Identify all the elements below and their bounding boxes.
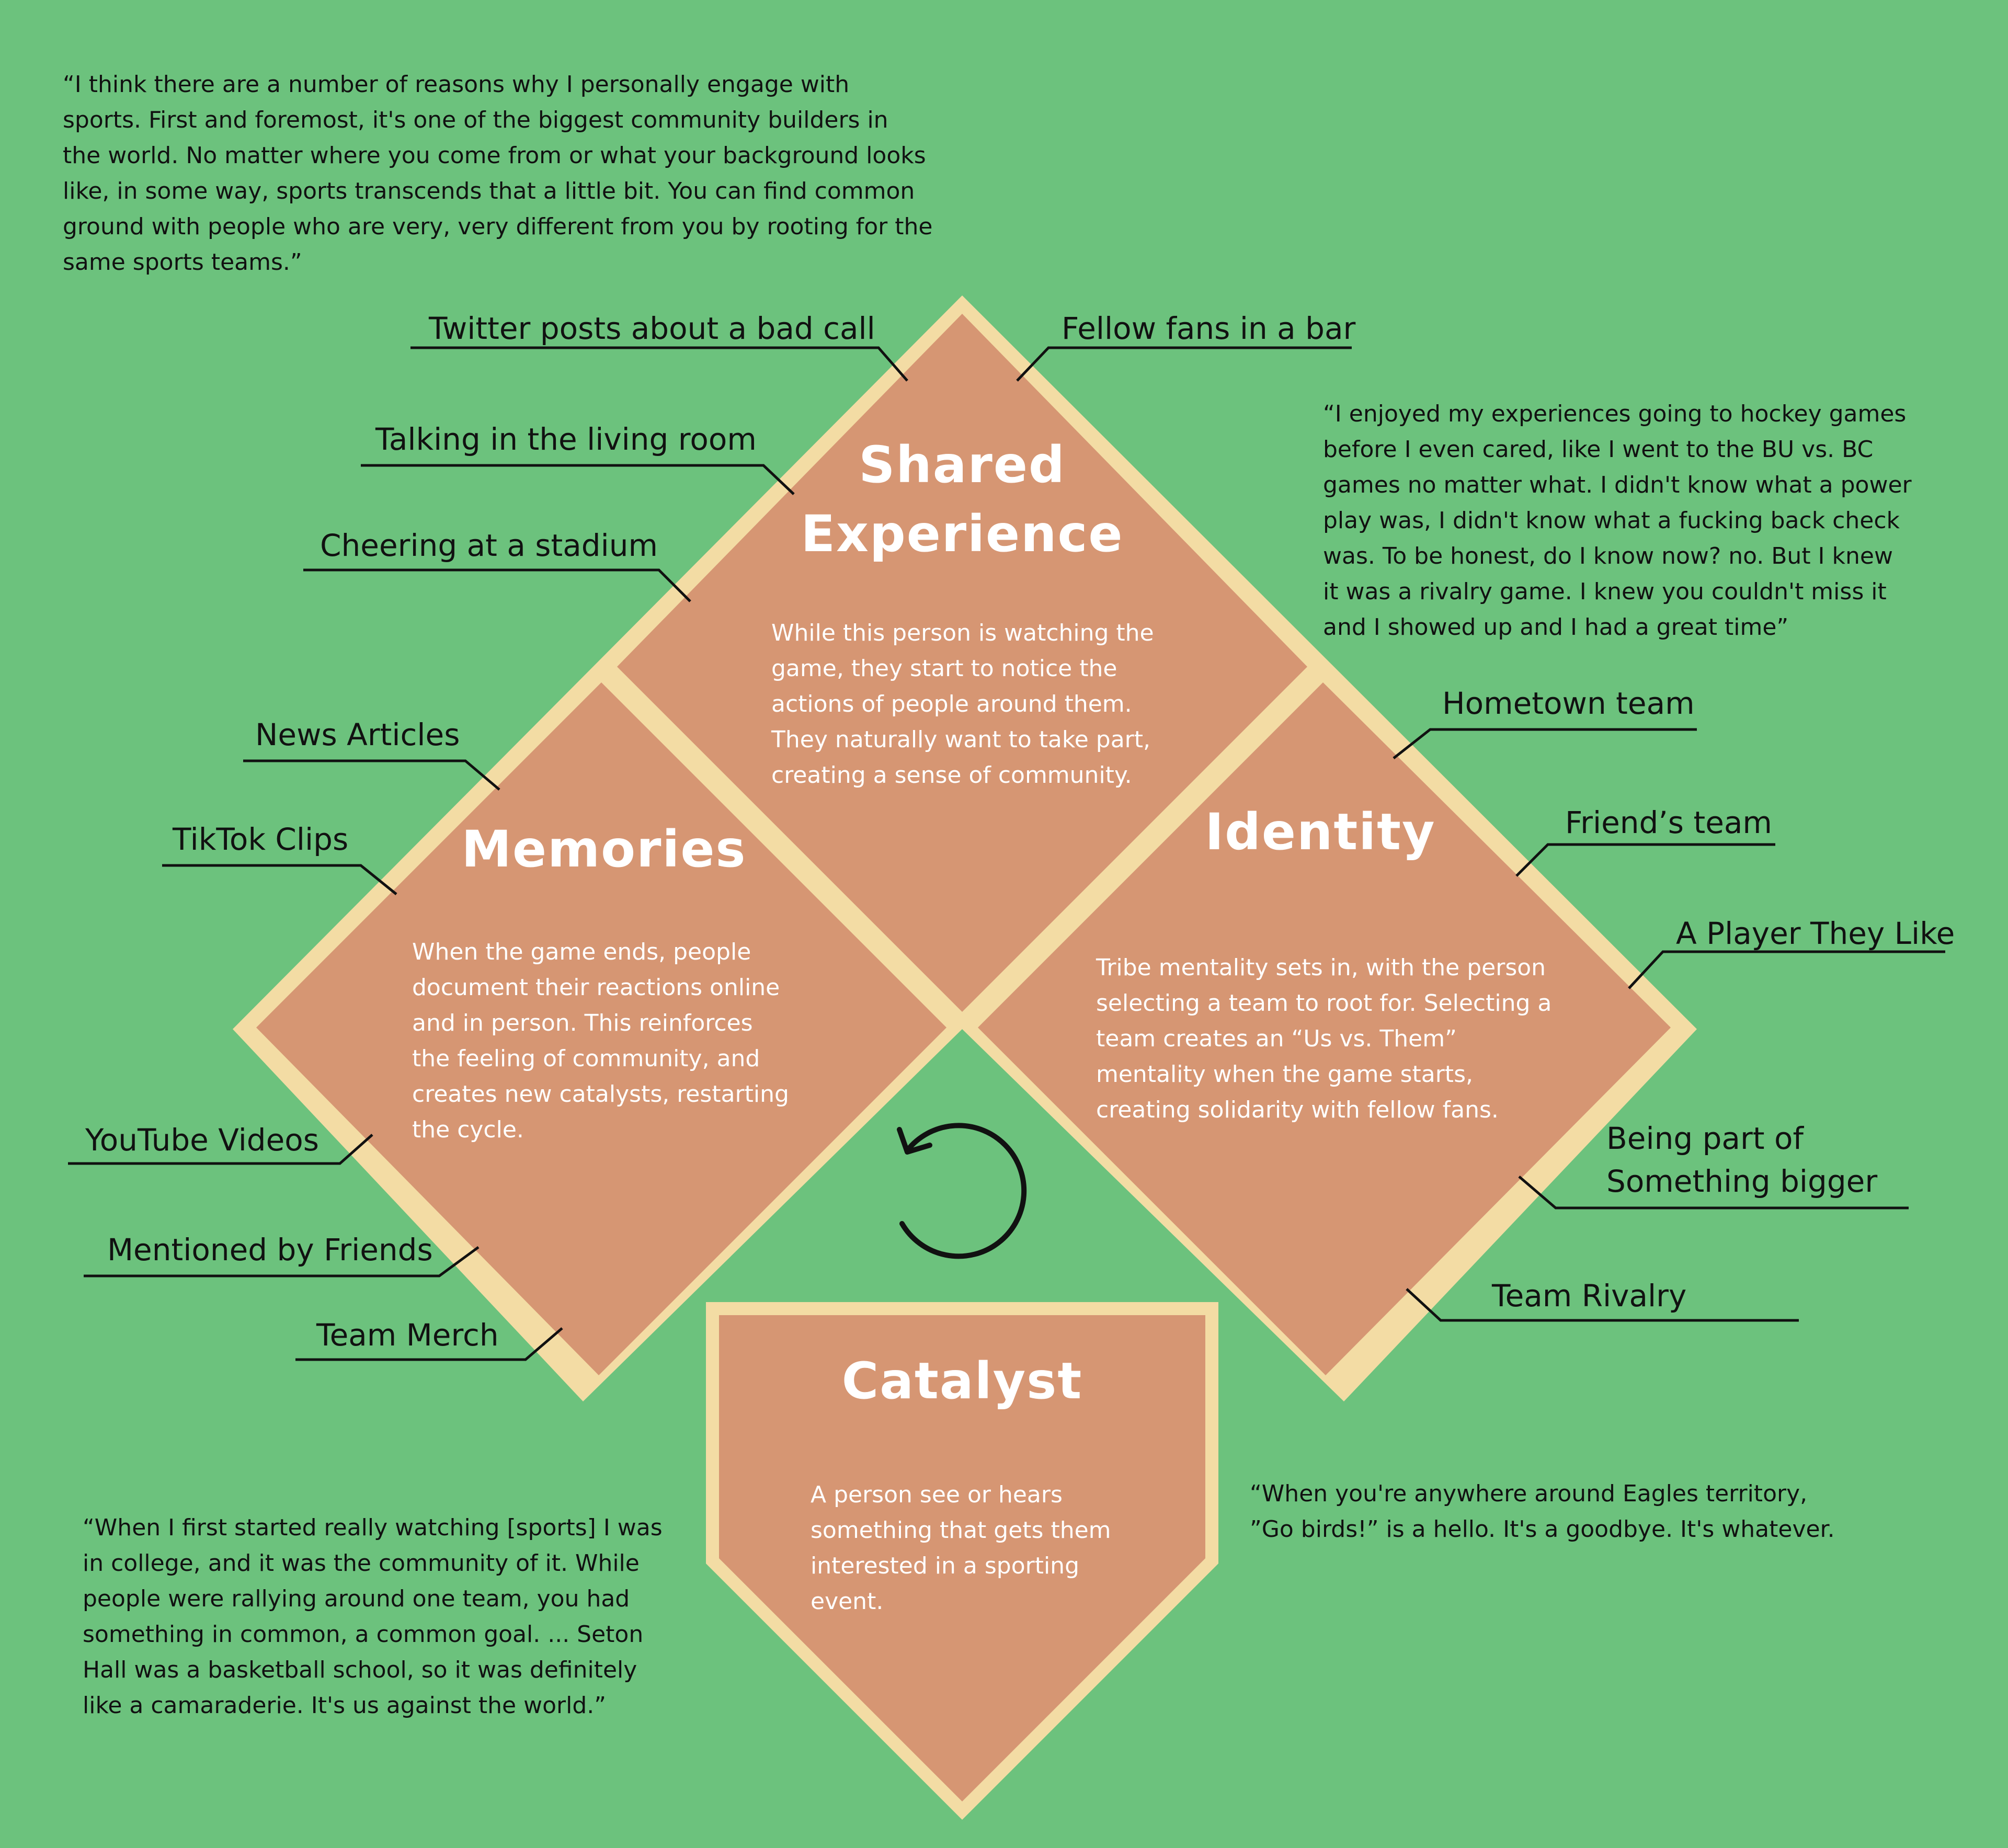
label-twitter: Twitter posts about a bad call: [429, 311, 875, 346]
shared-experience-title: Shared Experience: [801, 436, 1124, 563]
leader-line-rivalry: [1406, 1288, 1799, 1322]
leader-line-merch: [295, 1327, 563, 1361]
shared-experience-body: While this person is watching the game, …: [771, 620, 1154, 789]
identity-body: Tribe mentality sets in, with the person…: [1096, 954, 1552, 1123]
leader-line-tiktok: [162, 864, 397, 895]
leader-line-youtube: [68, 1134, 373, 1165]
label-player-they-like: A Player They Like: [1676, 916, 1955, 951]
quote-top-left: “I think there are a number of reasons w…: [63, 71, 933, 276]
leader-line-living-room: [361, 464, 795, 495]
catalyst-body: A person see or hears something that get…: [811, 1481, 1111, 1615]
identity-diamond: [978, 682, 1671, 1375]
label-mentioned-by-friends: Mentioned by Friends: [107, 1232, 433, 1268]
leader-line-twitter: [410, 346, 908, 382]
label-something-bigger: Being part of Something bigger: [1606, 1121, 1878, 1199]
counterclockwise-cycle-arrow-icon: [897, 1123, 1027, 1259]
quote-bottom-left: “When I first started really watching [s…: [83, 1514, 663, 1719]
leader-line-player: [1628, 950, 1945, 989]
leader-line-stadium: [303, 568, 691, 602]
label-team-rivalry: Team Rivalry: [1492, 1278, 1687, 1314]
memories-title: Memories: [461, 820, 747, 879]
label-team-merch: Team Merch: [316, 1317, 499, 1353]
leader-line-friends: [84, 1246, 480, 1277]
catalyst-title: Catalyst: [841, 1352, 1083, 1410]
leader-line-friends-team: [1515, 843, 1775, 877]
label-fellow-fans: Fellow fans in a bar: [1062, 311, 1356, 346]
leader-line-news: [243, 759, 500, 791]
label-tiktok: TikTok Clips: [173, 822, 349, 857]
label-stadium: Cheering at a stadium: [320, 528, 658, 563]
memories-diamond: [256, 682, 946, 1375]
leader-line-hometown: [1393, 728, 1697, 759]
quote-bottom-right: “When you're anywhere around Eagles terr…: [1250, 1480, 1835, 1543]
shared-experience-diamond: [617, 314, 1307, 1012]
quote-top-right: “I enjoyed my experiences going to hocke…: [1323, 401, 1912, 641]
memories-body: When the game ends, people document thei…: [412, 939, 789, 1143]
identity-title: Identity: [1205, 803, 1436, 861]
catalyst-plate: [719, 1315, 1205, 1801]
label-living-room: Talking in the living room: [375, 421, 757, 457]
label-news: News Articles: [255, 717, 460, 752]
leader-line-fellow-fans: [1016, 346, 1352, 382]
label-youtube: YouTube Videos: [85, 1122, 320, 1158]
label-friends-team: Friend’s team: [1565, 805, 1772, 840]
leader-line-bigger: [1518, 1176, 1909, 1210]
label-hometown-team: Hometown team: [1442, 686, 1695, 721]
